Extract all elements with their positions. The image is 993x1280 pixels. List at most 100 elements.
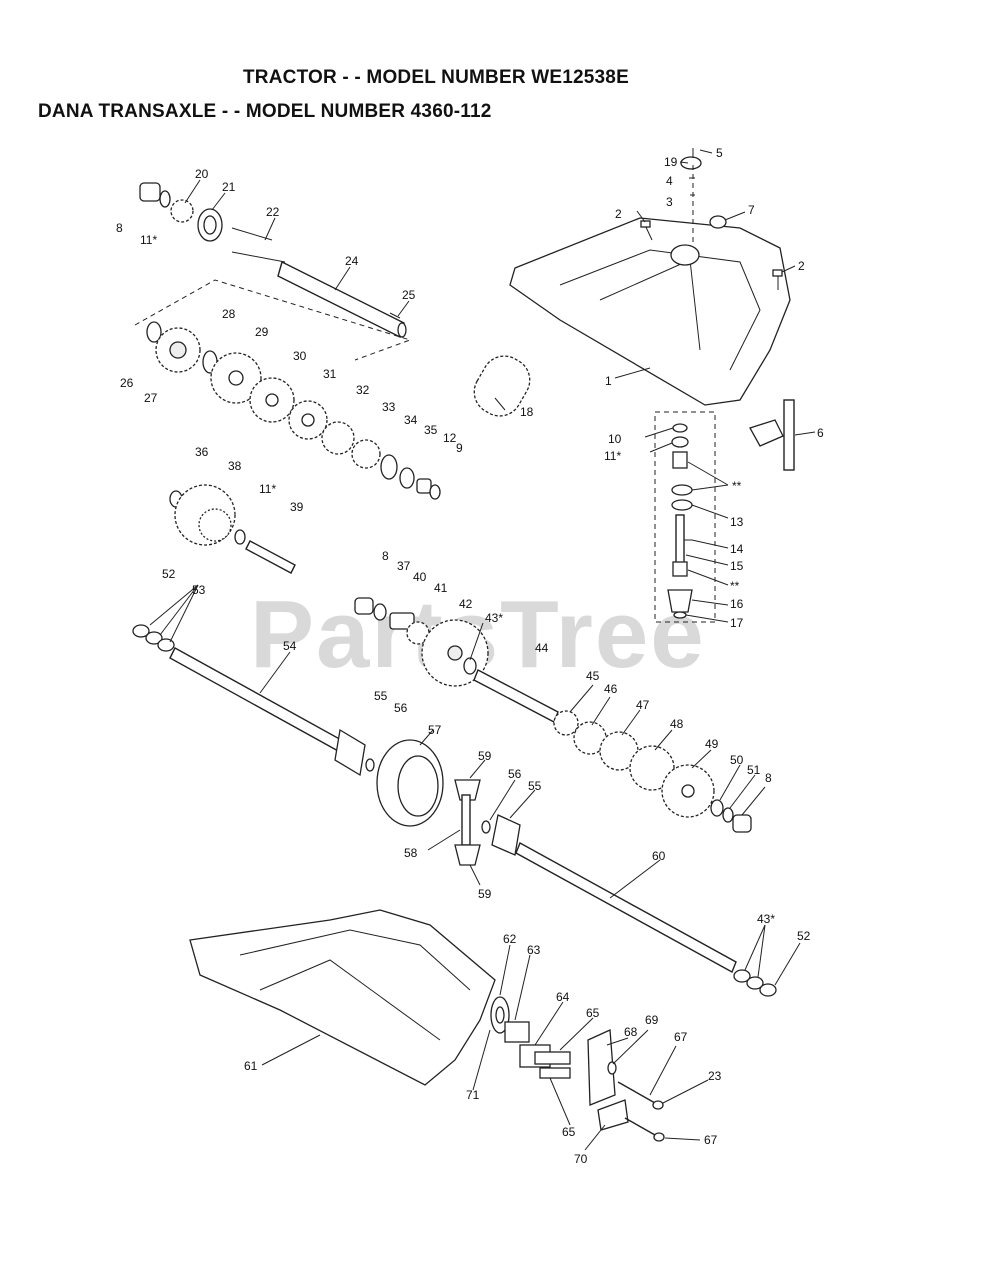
washer-part-13a[interactable] [671,484,693,496]
callout-32: 32 [356,383,370,397]
washer-part-17[interactable] [673,611,687,619]
washer-part-50[interactable] [710,799,724,817]
shaft-part-44[interactable] [473,669,559,723]
key-part-22b[interactable] [231,251,286,263]
washer-part-43c[interactable] [746,976,764,990]
axle-part-54[interactable] [169,647,346,753]
washer-part-11c[interactable] [234,529,246,545]
washer-part-13b[interactable] [671,499,693,511]
callout-6: 6 [817,426,824,440]
housing-part-61[interactable] [189,909,496,1086]
callout-7: 7 [748,203,755,217]
housing-part-1[interactable] [509,217,791,406]
callout-43-right: 43* [757,912,775,926]
callout-44: 44 [535,641,549,655]
washer-part-52b[interactable] [759,983,777,997]
brake-lever-part-68[interactable] [587,1029,616,1106]
nut-part-23[interactable] [652,1100,664,1110]
shift-bracket-part-6 [749,419,784,447]
shaft-part-39[interactable] [245,540,296,574]
washer-part-35[interactable] [399,467,415,489]
gear-part-32[interactable] [321,421,355,455]
callout-25: 25 [402,288,416,302]
shaft-end-24 [397,322,407,338]
washer-part-53b[interactable] [157,638,175,652]
callout-65-lower: 65 [562,1125,576,1139]
plate-part-70[interactable] [597,1099,629,1131]
spacer-part-40[interactable] [389,612,415,630]
callout-19: 19 [664,155,678,169]
key-part-22a[interactable] [231,227,273,241]
collar-part-stars-a[interactable] [672,451,688,469]
gear-hub-49 [681,784,695,798]
spring-part-stars-b[interactable] [672,561,688,577]
bushing-part-8[interactable] [139,182,161,202]
callout-20: 20 [195,167,209,181]
callout-stars-1: ** [732,479,742,493]
pin-part-65b[interactable] [539,1067,571,1079]
upper-housing-group [509,148,791,406]
puck-part-63[interactable] [504,1021,530,1043]
sprocket-part-20[interactable] [170,199,194,223]
callout-2: 2 [615,207,622,221]
cap-part-19[interactable] [680,156,702,170]
gear-part-48[interactable] [629,745,675,791]
plug-part-7[interactable] [709,215,727,229]
chain-part-18[interactable] [466,348,538,424]
cross-shaft-part-58[interactable] [461,794,471,846]
bushing-part-8b[interactable] [354,597,374,615]
snap-ring-part-26[interactable] [146,321,162,343]
washer-part-9[interactable] [429,484,441,500]
washer-part-11b[interactable] [671,436,689,448]
gear-part-45[interactable] [553,710,579,736]
axle-part-60[interactable] [515,842,737,973]
callout-31: 31 [323,367,337,381]
snap-ring-part-56a[interactable] [365,758,375,772]
callout-8-right: 8 [765,771,772,785]
callout-17: 17 [730,616,744,630]
callout-69: 69 [645,1013,659,1027]
pin-part-65a[interactable] [534,1051,571,1065]
bevel-gear-part-55b[interactable] [491,814,521,856]
callout-59: 59 [478,749,492,763]
bolt-part-67b[interactable] [624,1117,656,1136]
callout-30: 30 [293,349,307,363]
bolt-part-67a[interactable] [617,1081,656,1104]
callout-33: 33 [382,400,396,414]
washer-part-11[interactable] [159,190,171,208]
callout-52: 52 [162,567,176,581]
callout-54: 54 [283,639,297,653]
callout-10: 10 [608,432,622,446]
input-shaft-group [134,182,412,361]
bevel-gear-part-55a[interactable] [334,728,366,777]
washer-part-52a[interactable] [132,624,150,638]
washer-part-37[interactable] [373,603,387,621]
bushing-part-12[interactable] [416,478,432,494]
shaft-part-24[interactable] [277,260,405,339]
gear-part-33[interactable] [351,439,381,469]
callout-57: 57 [428,723,442,737]
gear-hub-31 [301,413,315,427]
callout-16: 16 [730,597,744,611]
bevel-pinion-part-59b[interactable] [454,844,481,866]
gear-hub-42 [447,645,463,661]
housing-rib-61 [259,959,441,1041]
washer-part-69[interactable] [607,1061,617,1075]
washer-part-43a[interactable] [463,657,477,675]
shift-lever-part-6[interactable] [783,399,795,471]
callout-68: 68 [624,1025,638,1039]
bushing-part-8c[interactable] [732,814,752,833]
screw-head-2a [640,220,651,228]
washer-part-51[interactable] [722,807,734,823]
snap-ring-part-56b[interactable] [481,820,491,834]
gear-stack-group [146,321,441,500]
washer-part-53a[interactable] [145,631,163,645]
ring-part-10[interactable] [672,423,688,433]
key-part-25[interactable] [389,312,401,319]
washer-part-34[interactable] [380,454,398,480]
washer-part-43b[interactable] [733,969,751,983]
callout-13: 13 [730,515,744,529]
gear-part-16[interactable] [667,589,693,613]
bevel-pinion-part-59a[interactable] [454,779,481,801]
